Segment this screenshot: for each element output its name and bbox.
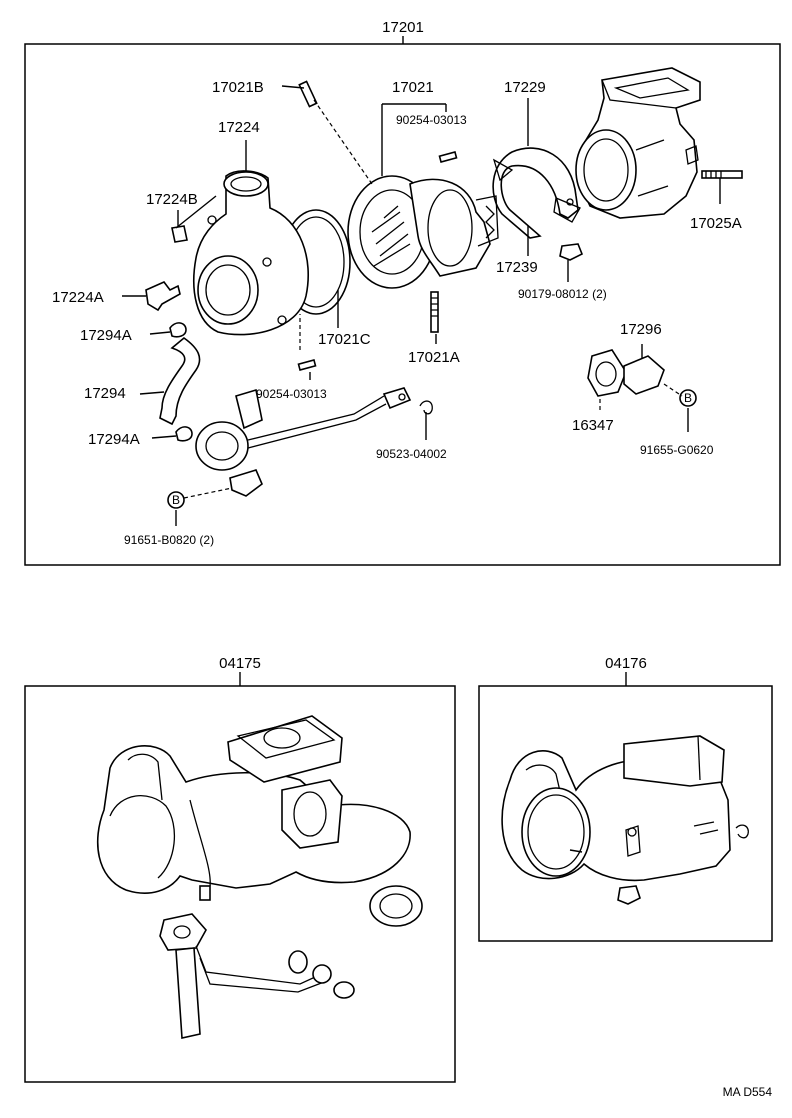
- hose-clip-lower: [175, 426, 193, 442]
- label-17294[interactable]: 17294: [84, 385, 126, 402]
- ref-mark-circle-right: [679, 389, 697, 407]
- wastegate-actuator: [195, 387, 412, 497]
- stud-17021B: [298, 80, 318, 108]
- label-17025A[interactable]: 17025A: [690, 215, 742, 232]
- label-90179[interactable]: 90179-08012 (2): [518, 287, 607, 301]
- ref-mark-b-right: B: [684, 391, 692, 405]
- label-90254-bottom[interactable]: 90254-03013: [256, 387, 327, 401]
- v-band-clamp: [492, 147, 581, 239]
- label-17224A[interactable]: 17224A: [52, 289, 104, 306]
- label-17294A-top[interactable]: 17294A: [80, 327, 132, 344]
- hose-clip-upper: [169, 322, 187, 338]
- label-16347[interactable]: 16347: [572, 417, 614, 434]
- assembly-number-label[interactable]: 17201: [382, 19, 424, 36]
- label-17229[interactable]: 17229: [504, 79, 546, 96]
- label-17224[interactable]: 17224: [218, 119, 260, 136]
- label-17224B[interactable]: 17224B: [146, 191, 198, 208]
- stud-17025A: [701, 170, 743, 179]
- nut-90179: [559, 243, 584, 261]
- label-17294A-bottom[interactable]: 17294A: [88, 431, 140, 448]
- label-17021[interactable]: 17021: [392, 79, 434, 96]
- label-17296[interactable]: 17296: [620, 321, 662, 338]
- kit-04176-label[interactable]: 04176: [605, 655, 647, 672]
- elbow-fitting: [145, 281, 181, 312]
- compressor-housing: [193, 170, 310, 336]
- label-90254-top[interactable]: 90254-03013: [396, 113, 467, 127]
- label-91655[interactable]: 91655-G0620: [640, 443, 714, 457]
- kit-04176-drawing: [501, 735, 749, 905]
- kit-04175-label[interactable]: 04175: [219, 655, 261, 672]
- label-17021A[interactable]: 17021A: [408, 349, 460, 366]
- turbine-housing: [575, 67, 701, 219]
- ref-mark-circle-left: [167, 491, 185, 509]
- part-labels: 17021B 17021 17229 17224 90254-03013 172…: [52, 79, 742, 547]
- stud-17021A: [430, 291, 439, 333]
- ref-mark-b-left: B: [172, 493, 180, 507]
- pin-top: [438, 151, 458, 163]
- cover-17296: [623, 355, 665, 395]
- center-cartridge: [347, 175, 499, 289]
- plug-17224B: [171, 225, 188, 243]
- leader-lines: [122, 85, 721, 526]
- label-17021C[interactable]: 17021C: [318, 331, 371, 348]
- label-17021B[interactable]: 17021B: [212, 79, 264, 96]
- pin-bottom: [297, 359, 317, 371]
- drawing-code: MA D554: [723, 1085, 773, 1099]
- label-90523[interactable]: 90523-04002: [376, 447, 447, 461]
- clip-90523: [419, 400, 433, 415]
- kit-04175-drawing: [96, 715, 423, 1039]
- label-17239[interactable]: 17239: [496, 259, 538, 276]
- label-91651[interactable]: 91651-B0820 (2): [124, 533, 214, 547]
- gasket-16347: [587, 349, 627, 397]
- hose-17294: [159, 336, 201, 426]
